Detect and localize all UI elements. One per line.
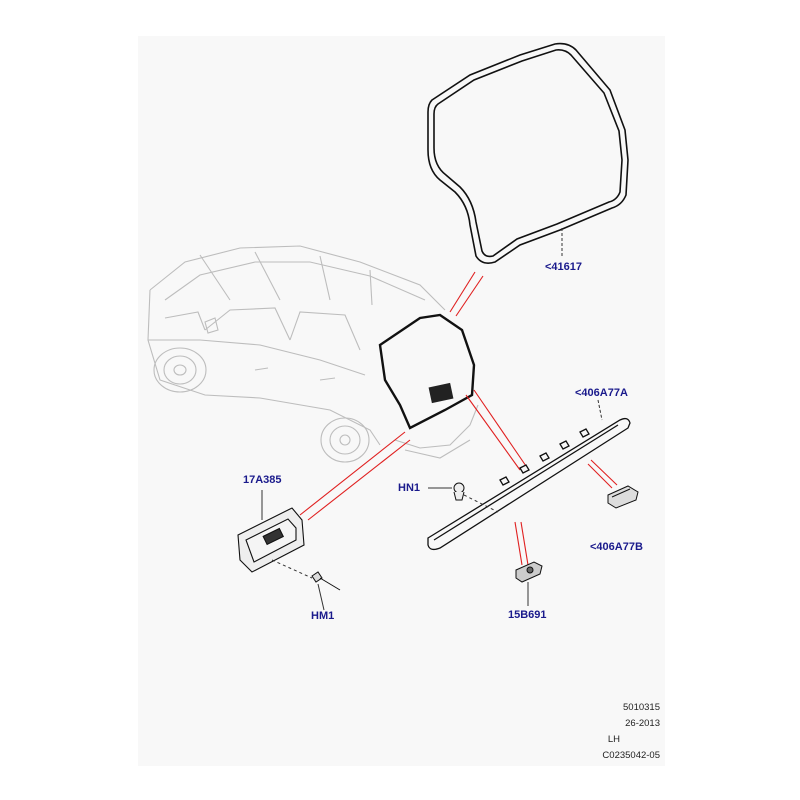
bracket-406A77B bbox=[607, 485, 639, 509]
hn1-clip bbox=[453, 482, 465, 501]
callout-HN1: HN1 bbox=[398, 482, 421, 494]
red-leader-lines bbox=[299, 271, 618, 566]
callout-41617: <41617 bbox=[545, 261, 583, 273]
hn1-dash bbox=[463, 494, 499, 513]
footer-line-1: 5010315 bbox=[623, 702, 660, 713]
tailgate-trim-bar bbox=[427, 417, 631, 551]
callout-406A77B: <406A77B bbox=[590, 541, 643, 553]
license-plate-on-vehicle bbox=[428, 382, 454, 404]
footer-line-3: LH bbox=[607, 734, 620, 745]
hm1-screw bbox=[311, 571, 341, 591]
callout-15B691: 15B691 bbox=[508, 609, 547, 621]
callout-406A77A: <406A77A bbox=[575, 387, 628, 399]
footer-line-2: 26-2013 bbox=[625, 718, 660, 729]
callout-HM1: HM1 bbox=[311, 610, 335, 622]
tailgate-outline bbox=[378, 313, 476, 430]
diagram-sheet bbox=[138, 36, 665, 766]
hm1-leader bbox=[317, 583, 325, 611]
plate-bracket-17A385 bbox=[237, 507, 305, 573]
callout-17A385: 17A385 bbox=[243, 474, 282, 486]
plate-dash bbox=[271, 559, 313, 579]
tailgate-seal bbox=[427, 42, 629, 264]
lamp-15B691 bbox=[515, 561, 543, 583]
trim-leader-a bbox=[597, 399, 603, 421]
vehicle-illustration bbox=[147, 245, 479, 463]
footer-line-4: C0235042-05 bbox=[602, 750, 660, 761]
